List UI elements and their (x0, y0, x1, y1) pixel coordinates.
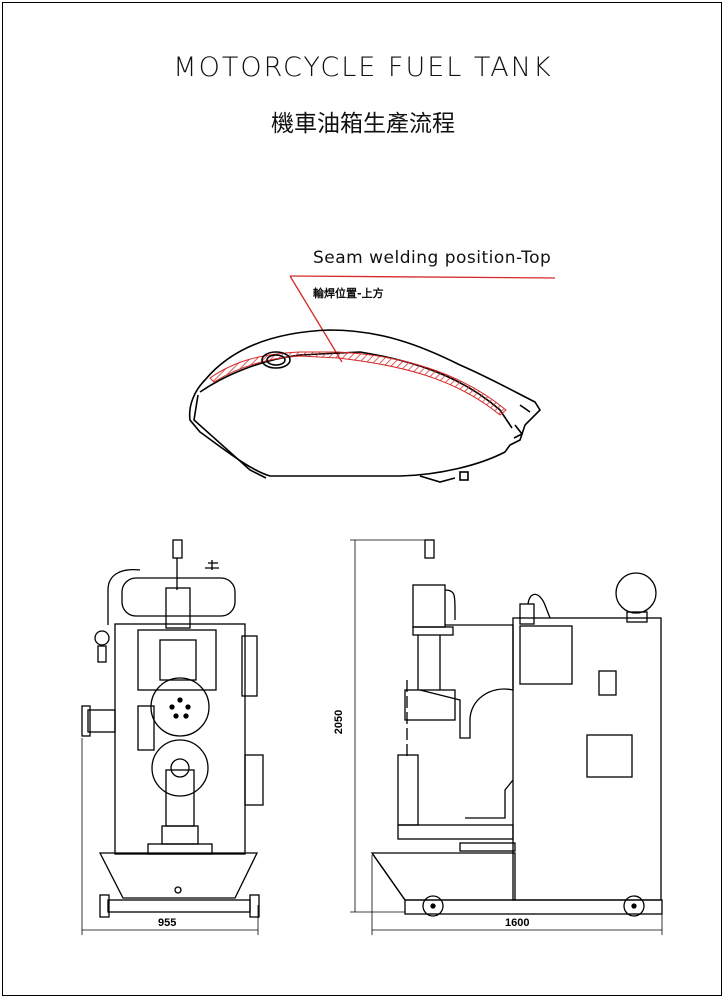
side-view-machine (370, 539, 663, 917)
page-title: MOTORCYCLE FUEL TANK (173, 52, 553, 83)
side-width-dimension: 1600 (505, 917, 530, 929)
seam-label-zh: 輪焊位置-上方 (313, 287, 384, 300)
seam-leader-line (289, 275, 556, 363)
fuel-tank-drawing (188, 329, 542, 483)
front-view-machine (81, 539, 264, 918)
seam-label-en: Seam welding position-Top (313, 248, 552, 268)
height-dimension: 2050 (333, 709, 346, 735)
dimension-lines (81, 539, 663, 935)
page-subtitle: 機車油箱生產流程 (271, 111, 455, 137)
front-width-dimension: 955 (158, 917, 177, 929)
